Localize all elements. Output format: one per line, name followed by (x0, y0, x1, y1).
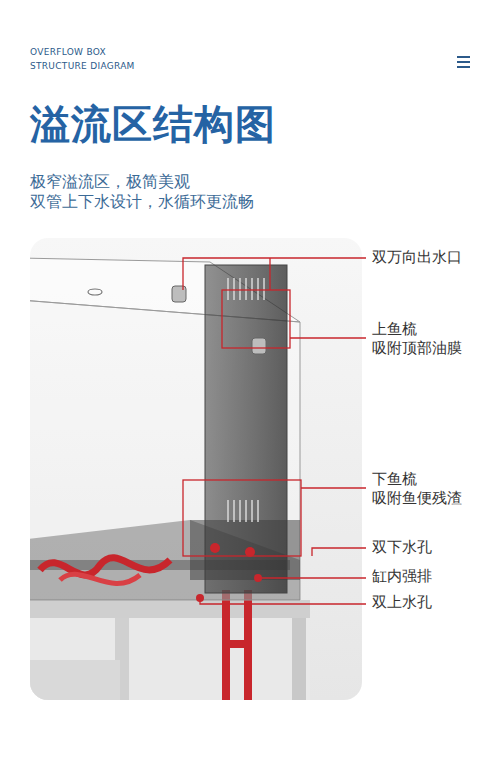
page-title: 溢流区结构图 (30, 100, 276, 148)
callout-label: 双万向出水口 (372, 248, 462, 266)
callout-label: 双下水孔 (372, 538, 432, 556)
leader-lines (183, 258, 366, 604)
callout-label: 上鱼梳 (372, 320, 417, 338)
header-text: STRUCTURE DIAGRAM (30, 61, 135, 72)
tank-drawing (30, 258, 310, 700)
callout-desc: 吸附顶部油膜 (372, 339, 462, 357)
subtitle: 双管上下水设计，水循环更流畅 (30, 192, 254, 211)
callout-label: 缸内强排 (372, 567, 432, 585)
callout-label: 双上水孔 (372, 593, 432, 611)
callout-label: 下鱼梳 (372, 470, 417, 488)
menu-icon (457, 57, 470, 67)
header-text: OVERFLOW BOX (30, 47, 106, 58)
subtitle: 极窄溢流区，极简美观 (30, 172, 190, 191)
callout-desc: 吸附鱼便残渣 (372, 489, 462, 507)
